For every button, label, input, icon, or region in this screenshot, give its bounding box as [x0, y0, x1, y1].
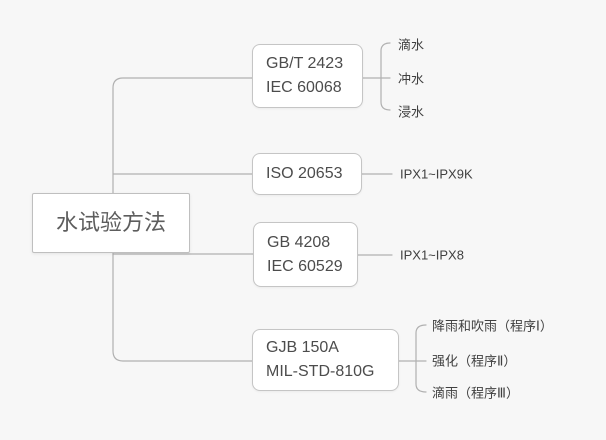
leaf-node-immersion-water[interactable]: 浸水 — [398, 104, 425, 120]
connector-b4-bracket — [415, 324, 427, 393]
leaf-node-intensified-procedure-2[interactable]: 强化（程序Ⅱ） — [432, 353, 517, 369]
branch-node-line: MIL-STD-810G — [266, 363, 375, 380]
leaf-node-ipx1-ipx9k[interactable]: IPX1~IPX9K — [400, 166, 473, 182]
connector-b1-bracket — [380, 42, 391, 111]
leaf-node-drip-water[interactable]: 滴水 — [398, 37, 425, 53]
leaf-node-drip-rain-procedure-3[interactable]: 滴雨（程序Ⅲ） — [432, 385, 519, 401]
branch-node-line: GJB 150A — [266, 339, 339, 356]
root-node-water-test-methods[interactable]: 水试验方法 — [32, 193, 190, 253]
leaf-node-flush-water[interactable]: 冲水 — [398, 71, 425, 87]
branch-node-iso-20653[interactable]: ISO 20653 — [252, 153, 362, 195]
branch-node-gjb-150a[interactable]: GJB 150A MIL-STD-810G — [252, 329, 399, 391]
branch-node-line: GB/T 2423 — [266, 55, 344, 72]
branch-node-line: IEC 60068 — [266, 79, 342, 96]
root-node-label: 水试验方法 — [55, 210, 166, 235]
branch-node-gb-4208[interactable]: GB 4208 IEC 60529 — [253, 222, 358, 287]
branch-node-line: IEC 60529 — [267, 257, 343, 275]
leaf-node-rain-blowing-rain-procedure-1[interactable]: 降雨和吹雨（程序Ⅰ） — [432, 318, 553, 334]
branch-node-line: GB 4208 — [267, 233, 331, 251]
branch-node-line: ISO 20653 — [266, 165, 343, 182]
leaf-node-ipx1-ipx8[interactable]: IPX1~IPX8 — [400, 247, 464, 263]
branch-node-gbt-2423[interactable]: GB/T 2423 IEC 60068 — [252, 44, 363, 108]
